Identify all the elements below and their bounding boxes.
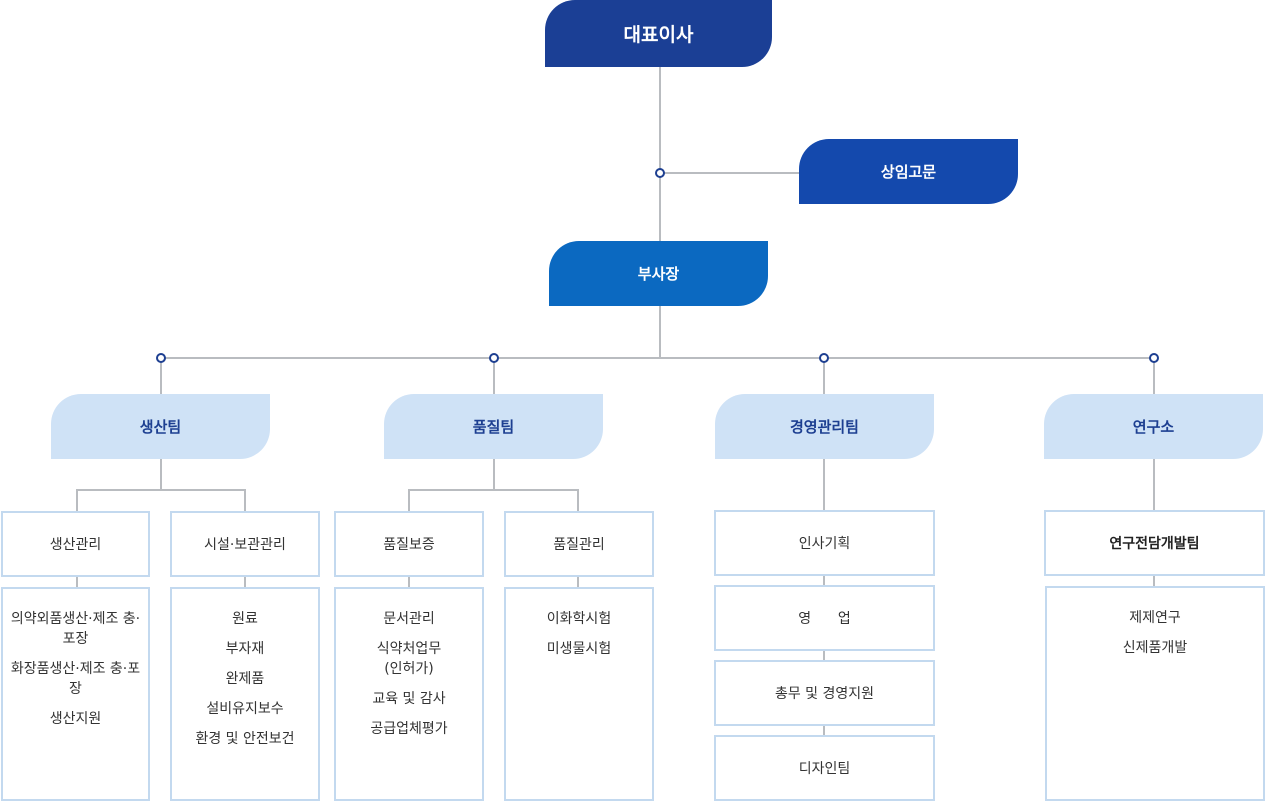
connector-line	[244, 576, 246, 587]
team-research: 연구소	[1044, 394, 1263, 459]
connector-line	[823, 575, 825, 586]
team-management: 경영관리팀	[715, 394, 934, 459]
unit-production-management: 생산관리	[1, 511, 150, 577]
list-facility-storage: 원료 부자재 완제품 설비유지보수 환경 및 안전보건	[170, 587, 320, 801]
team-quality: 품질팀	[384, 394, 603, 459]
list-item: 식약처업무 (인허가)	[376, 641, 442, 677]
list-quality-assurance: 문서관리 식약처업무 (인허가) 교육 및 감사 공급업체평가	[334, 587, 484, 801]
connector-line	[408, 576, 410, 587]
unit-quality-control: 품질관리	[504, 511, 654, 577]
ceo-node: 대표이사	[545, 0, 772, 67]
list-item: 설비유지보수	[206, 701, 284, 717]
connector-line	[823, 459, 825, 511]
junction-dot	[489, 353, 499, 363]
unit-facility-storage: 시설·보관관리	[170, 511, 320, 577]
unit-quality-assurance: 품질보증	[334, 511, 484, 577]
connector-line	[493, 358, 495, 394]
list-item: 제제연구	[1129, 610, 1181, 626]
team-production: 생산팀	[51, 394, 270, 459]
connector-line	[577, 576, 579, 587]
list-item: 부자재	[225, 641, 265, 657]
list-item: 이화학시험	[546, 611, 612, 627]
list-production-management: 의약외품생산·제조 충·포장 화장품생산·제조 충·포장 생산지원	[1, 587, 150, 801]
list-item: 교육 및 감사	[372, 691, 446, 707]
vice-president-node: 부사장	[549, 241, 768, 306]
list-item: 생산지원	[49, 711, 102, 727]
list-item: 환경 및 안전보건	[195, 731, 295, 747]
list-quality-control: 이화학시험 미생물시험	[504, 587, 654, 801]
junction-dot	[819, 353, 829, 363]
connector-line	[161, 357, 1154, 359]
connector-line	[1153, 575, 1155, 586]
list-item: 신제품개발	[1122, 640, 1188, 656]
unit-sales: 영 업	[714, 585, 935, 651]
junction-dot	[156, 353, 166, 363]
connector-line	[493, 459, 495, 489]
connector-line	[408, 489, 578, 491]
connector-line	[160, 459, 162, 489]
list-item: 의약외품생산·제조 충·포장	[10, 611, 141, 647]
connector-line	[76, 489, 246, 491]
connector-line	[1153, 358, 1155, 394]
connector-line	[823, 650, 825, 661]
connector-line	[823, 725, 825, 736]
connector-line	[244, 489, 246, 512]
connector-line	[1153, 459, 1155, 511]
advisor-node: 상임고문	[799, 139, 1018, 204]
unit-general-affairs: 총무 및 경영지원	[714, 660, 935, 726]
junction-dot	[655, 168, 665, 178]
unit-design: 디자인팀	[714, 735, 935, 801]
connector-line	[660, 172, 800, 174]
list-item: 화장품생산·제조 충·포장	[10, 661, 141, 697]
connector-line	[659, 306, 661, 358]
list-item: 공급업체평가	[370, 721, 448, 737]
connector-line	[160, 358, 162, 394]
unit-hr-planning: 인사기획	[714, 510, 935, 576]
list-item: 완제품	[225, 671, 265, 687]
connector-line	[823, 358, 825, 394]
list-rnd-team: 제제연구 신제품개발	[1045, 586, 1265, 801]
connector-line	[408, 489, 410, 512]
list-item: 미생물시험	[546, 641, 612, 657]
connector-line	[76, 576, 78, 587]
connector-line	[577, 489, 579, 512]
list-item: 문서관리	[383, 611, 435, 627]
list-item: 원료	[232, 611, 258, 627]
junction-dot	[1149, 353, 1159, 363]
unit-rnd-team: 연구전담개발팀	[1044, 510, 1265, 576]
connector-line	[659, 67, 661, 241]
connector-line	[76, 489, 78, 512]
